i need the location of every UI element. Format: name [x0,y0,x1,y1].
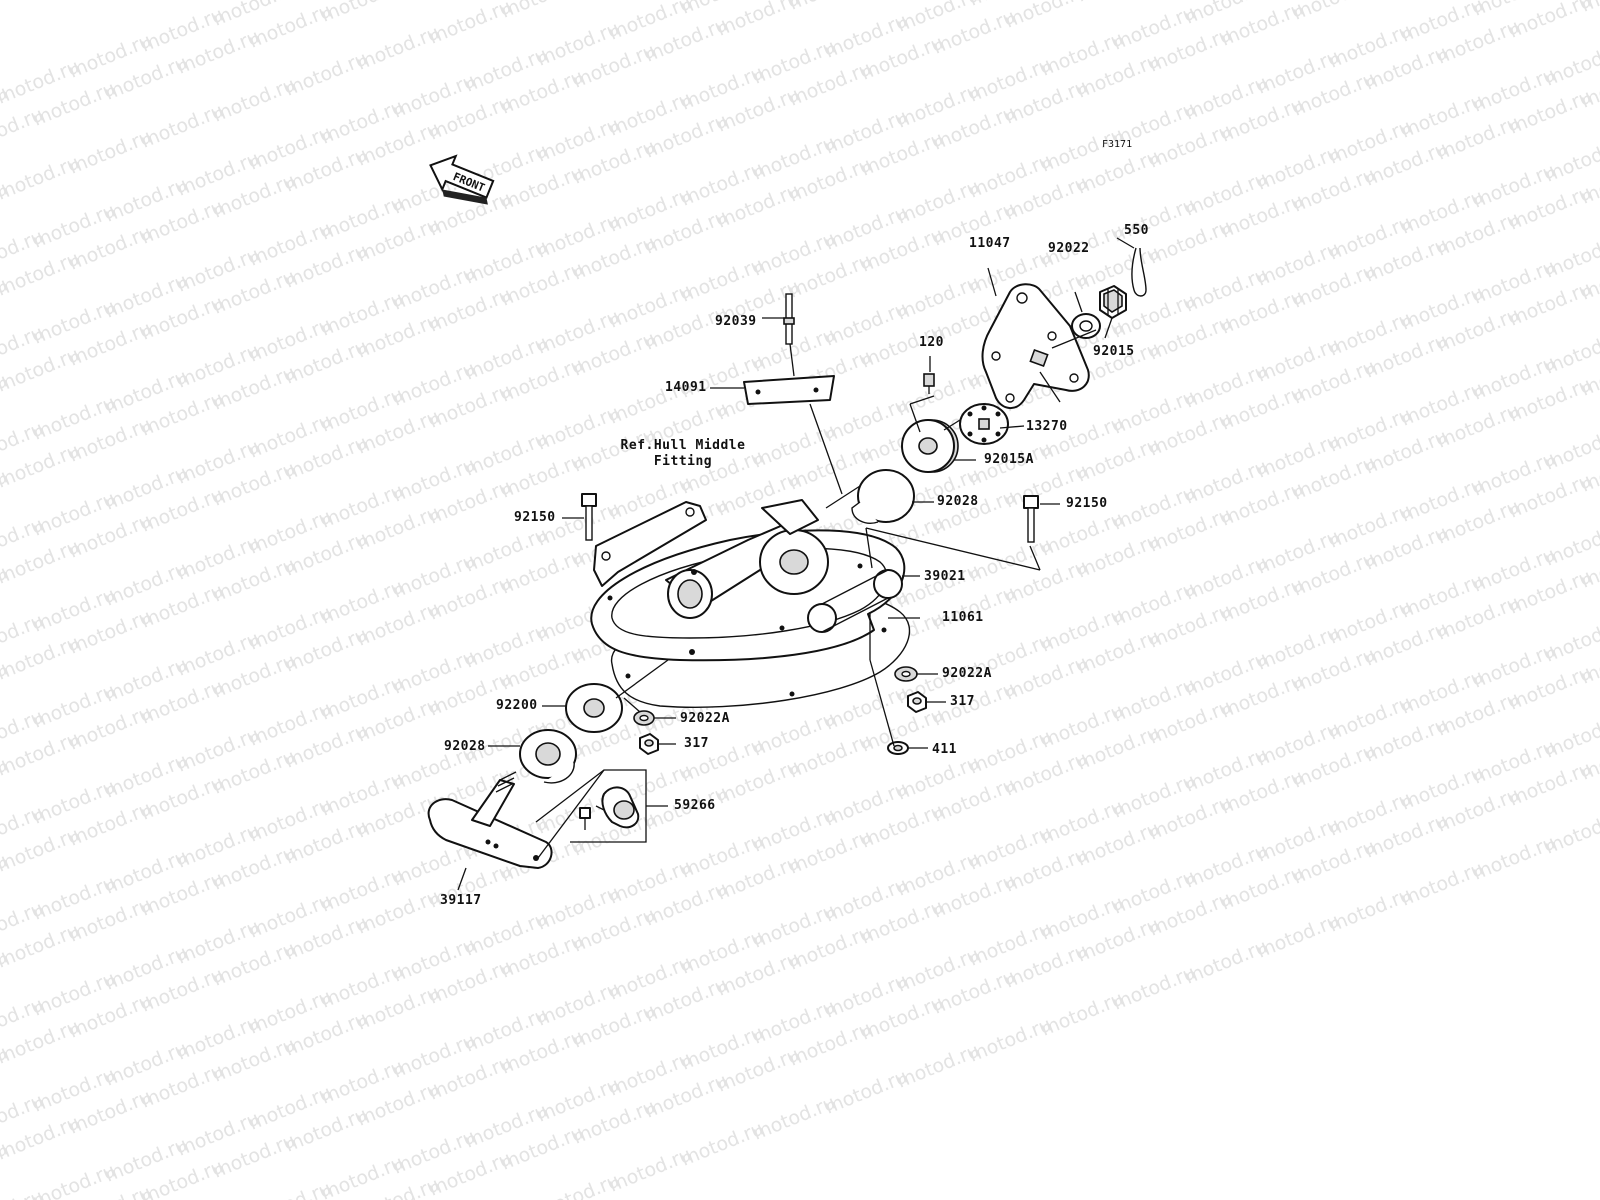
label-92028-top: 92028 [937,494,979,509]
part-92022A-washer-left [633,710,655,726]
label-59266: 59266 [674,798,716,813]
part-411-washer [887,741,909,755]
part-317-nut-right [907,691,927,713]
ref-note-line2: Fitting [653,454,713,469]
label-92200: 92200 [496,698,538,713]
label-550: 550 [1124,223,1149,238]
part-550-cotter-pin [1131,247,1147,297]
ref-note-hull-middle-fitting: Ref.Hull Middle Fitting [608,438,758,470]
part-120-screw [923,373,935,394]
part-92028-bushing-left [519,729,577,784]
label-11047: 11047 [969,236,1011,251]
label-92015A: 92015A [984,452,1034,467]
part-11047-bracket [981,283,1090,409]
label-92022A-left: 92022A [680,711,730,726]
part-317-nut-left [639,733,659,755]
label-92150-right: 92150 [1066,496,1108,511]
part-92200-washer [565,683,623,733]
figure-code: F3171 [1102,139,1133,150]
part-13270-plate [959,403,1009,445]
front-arrow-icon: FRONT [429,154,495,205]
part-92028-bushing-top [851,469,915,524]
label-11061: 11061 [942,610,984,625]
label-92022: 92022 [1048,241,1090,256]
part-92022-washer [1071,313,1101,339]
part-92015-castle-nut [1099,285,1127,319]
label-411: 411 [932,742,957,757]
label-317-left: 317 [684,736,709,751]
leader-lines [457,237,1135,891]
label-92028-left: 92028 [444,739,486,754]
label-317-right: 317 [950,694,975,709]
part-92039-stud [783,293,795,345]
hull-middle-fitting-bracket [593,501,707,587]
label-92039: 92039 [715,314,757,329]
part-92015A-bushing [901,419,959,473]
label-39021: 39021 [924,569,966,584]
part-92150-bolt-left [581,493,597,541]
part-11061-housing [590,499,906,662]
part-39117-arm [427,771,553,869]
part-92150-bolt-right [1023,495,1039,543]
label-92015: 92015 [1093,344,1135,359]
label-39117: 39117 [440,893,482,908]
ref-note-line1: Ref.Hull Middle [620,438,746,453]
label-14091: 14091 [665,380,707,395]
part-14091-cover [743,375,835,405]
label-120: 120 [919,335,944,350]
part-92022A-washer-right [894,666,918,682]
label-13270: 13270 [1026,419,1068,434]
label-92022A-right: 92022A [942,666,992,681]
label-92150-left: 92150 [514,510,556,525]
part-59266-ball-joint [579,786,640,830]
